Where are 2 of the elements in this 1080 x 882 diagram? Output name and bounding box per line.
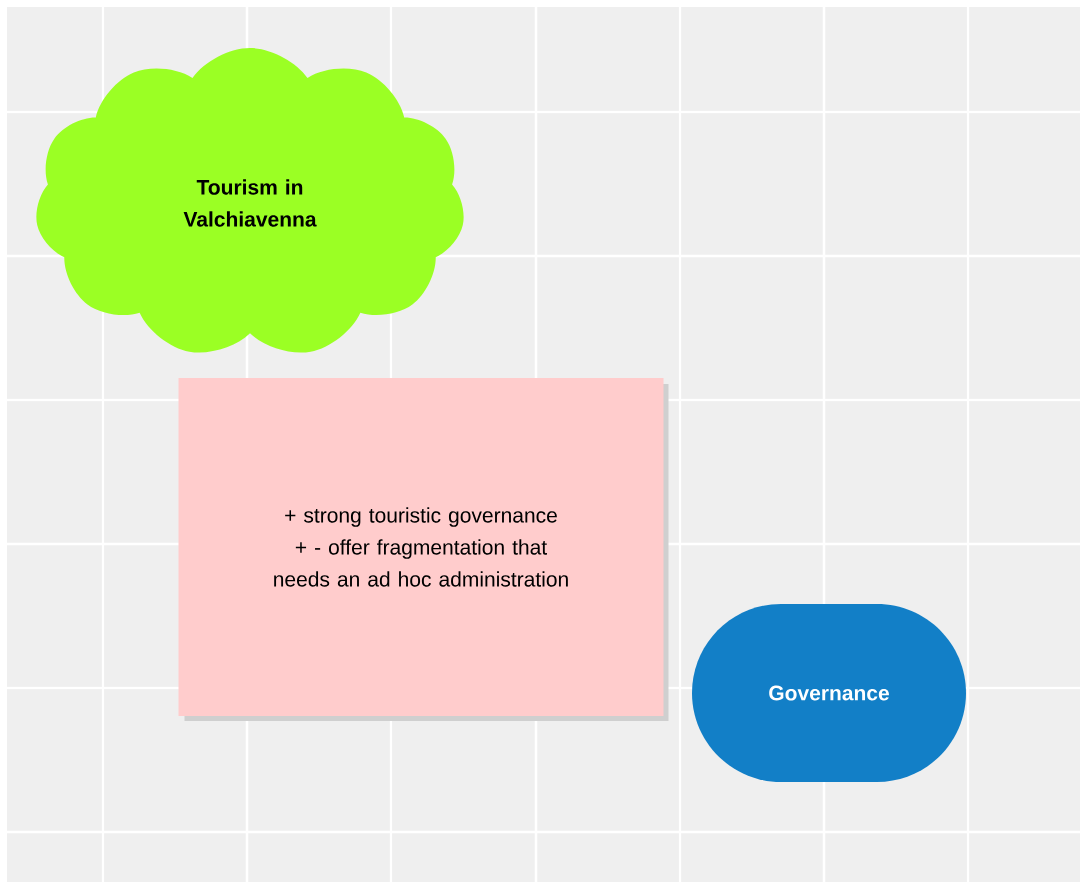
note-box: + strong touristic governance + - offer fragmentation that needs an ad hoc administration (178, 378, 669, 721)
rounded-box: Governance (692, 604, 966, 782)
